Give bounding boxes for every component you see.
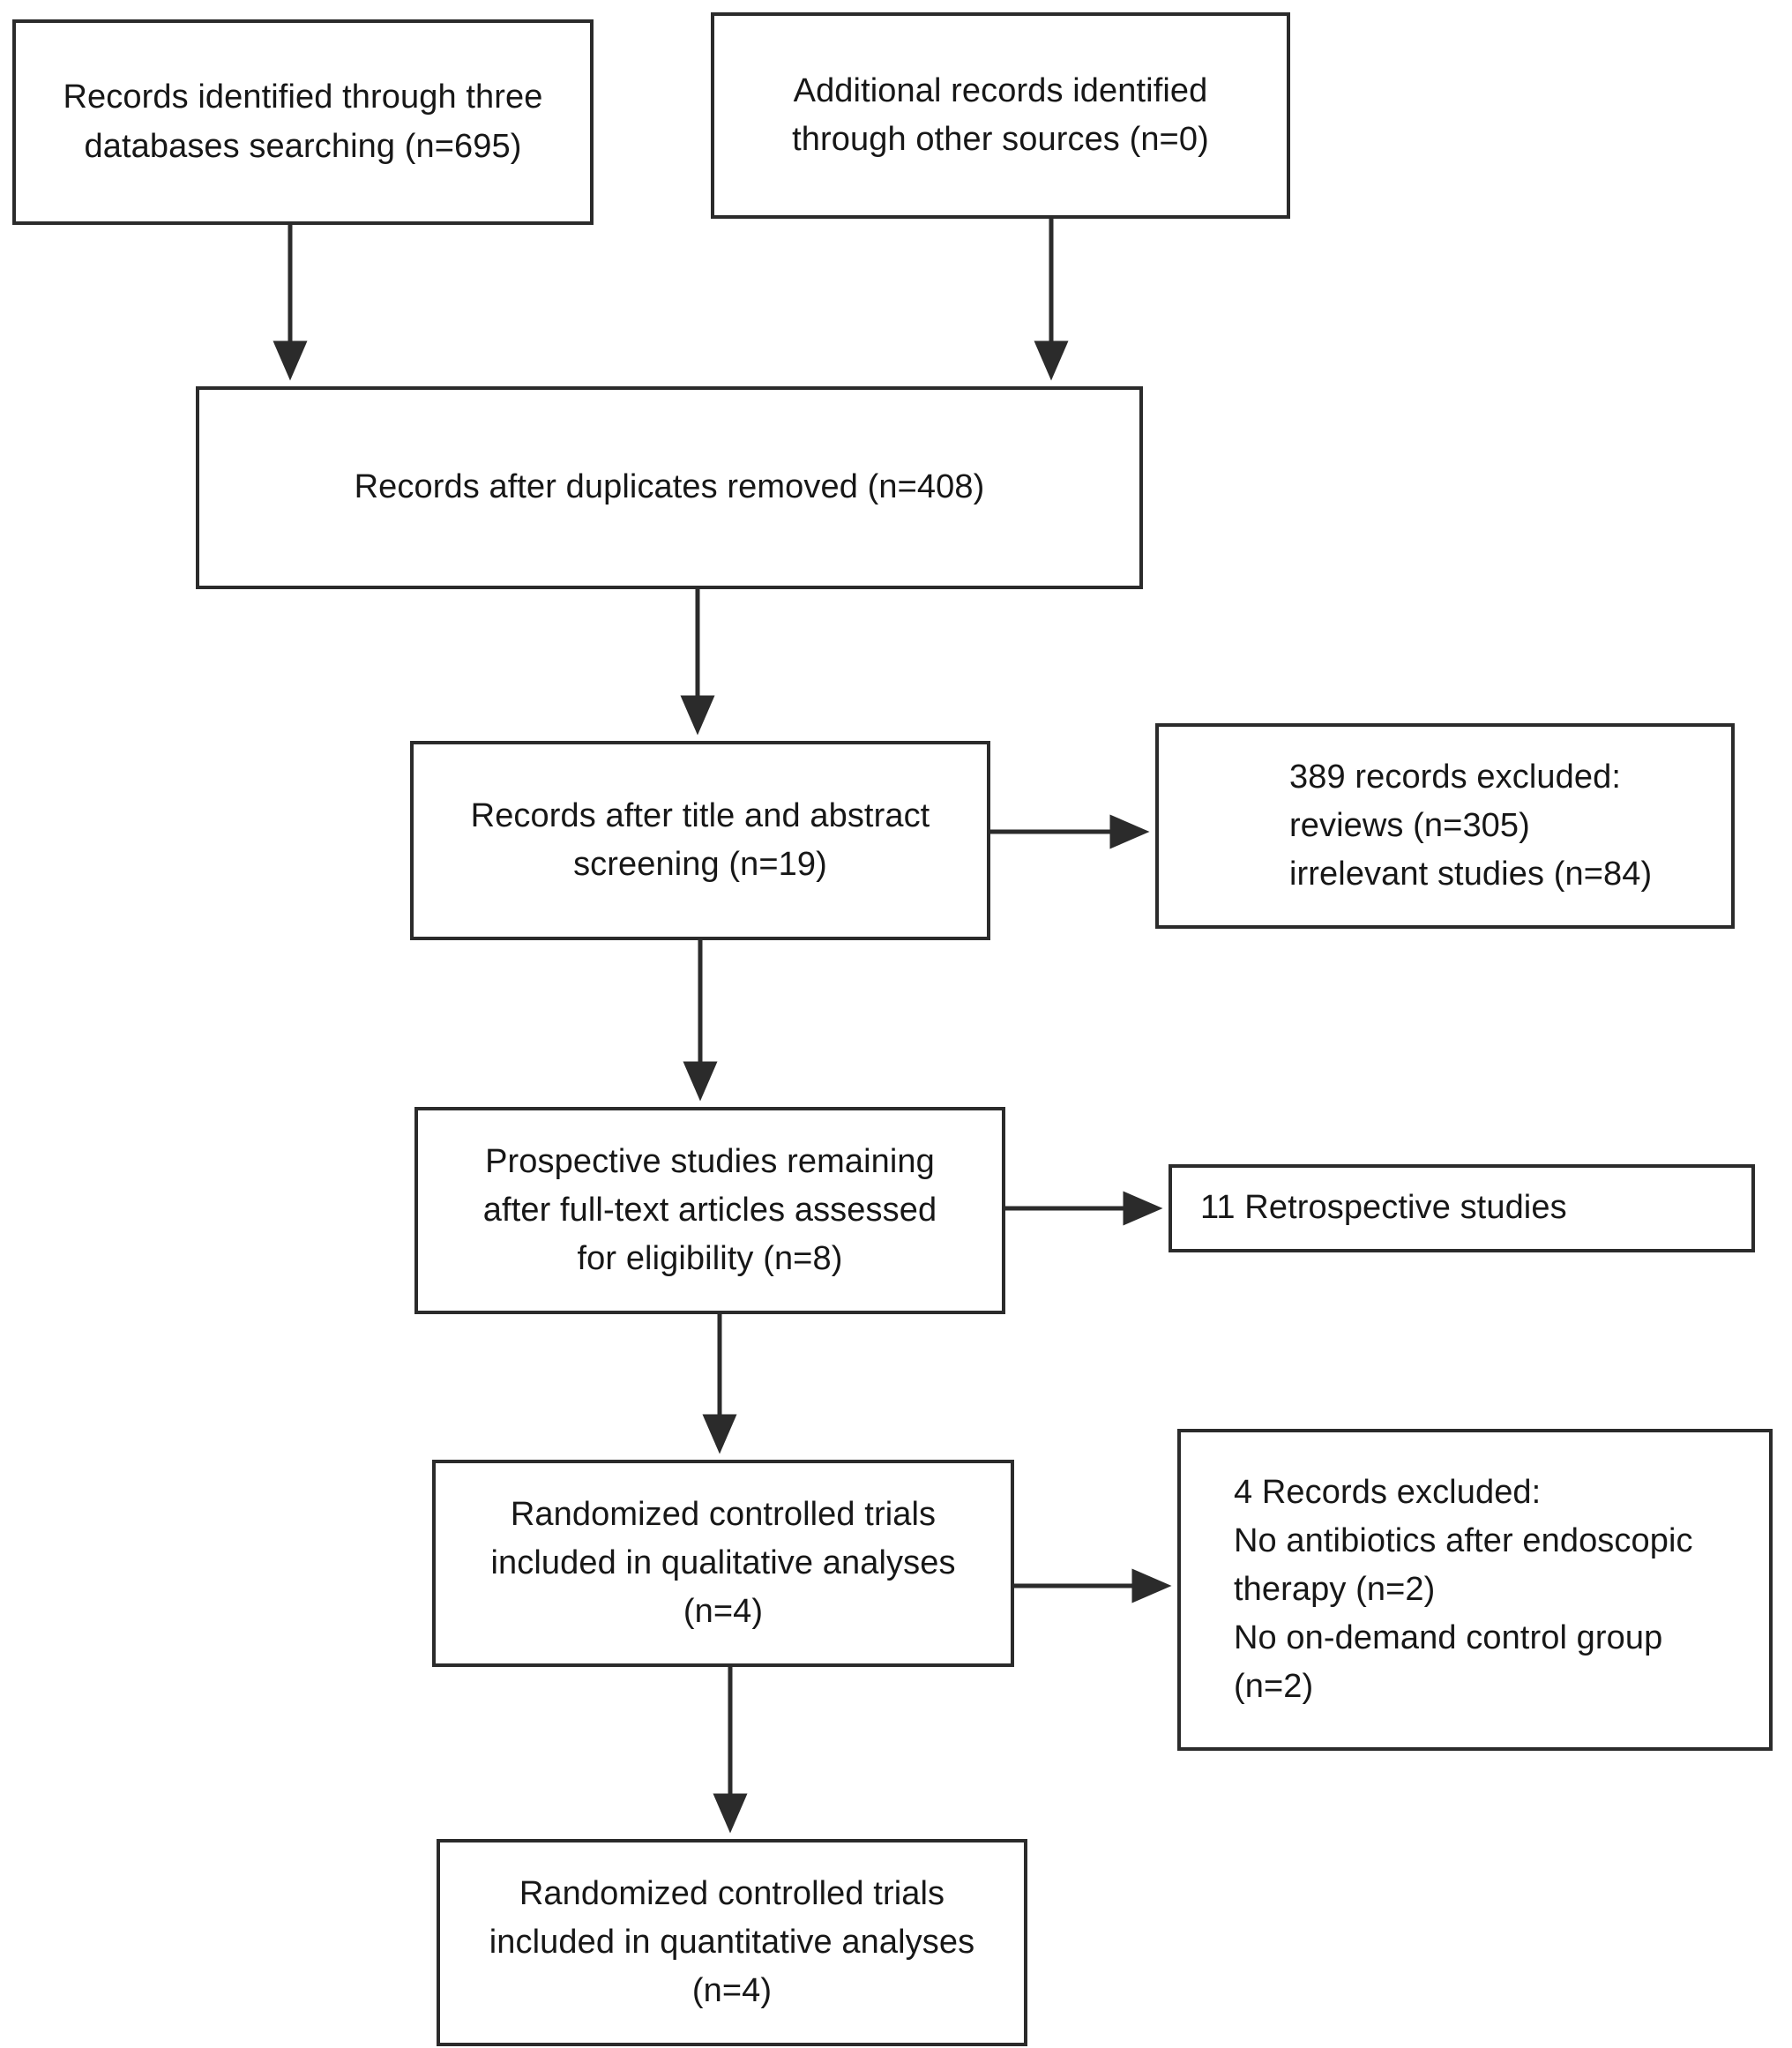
box-retrospective-studies: 11 Retrospective studies — [1169, 1164, 1755, 1252]
box-records-after-title-abstract-screening-label: Records after title and abstract screeni… — [470, 796, 930, 883]
box-records-excluded-screening-label: 389 records excluded: reviews (n=305) ir… — [1289, 758, 1653, 893]
box-rct-included-quantitative-label: Randomized controlled trials included in… — [489, 1874, 975, 2010]
box-records-identified-other-sources: Additional records identified through ot… — [711, 12, 1290, 219]
box-records-identified-databases: Records identified through three databas… — [12, 19, 594, 225]
box-records-after-duplicates-removed: Records after duplicates removed (n=408) — [196, 386, 1143, 589]
box-records-excluded-fulltext-label: 4 Records excluded: No antibiotics after… — [1234, 1473, 1693, 1706]
box-records-after-duplicates-removed-label: Records after duplicates removed (n=408) — [354, 468, 985, 506]
box-prospective-studies-remaining-label: Prospective studies remaining after full… — [482, 1142, 937, 1278]
box-rct-included-qualitative: Randomized controlled trials included in… — [432, 1460, 1014, 1667]
box-records-identified-databases-label: Records identified through three databas… — [63, 78, 543, 165]
box-records-identified-other-sources-label: Additional records identified through ot… — [792, 71, 1209, 158]
box-records-excluded-screening: 389 records excluded: reviews (n=305) ir… — [1155, 723, 1735, 929]
box-rct-included-quantitative: Randomized controlled trials included in… — [437, 1839, 1027, 2046]
box-records-excluded-fulltext: 4 Records excluded: No antibiotics after… — [1177, 1429, 1773, 1751]
box-records-after-title-abstract-screening: Records after title and abstract screeni… — [410, 741, 990, 940]
box-rct-included-qualitative-label: Randomized controlled trials included in… — [490, 1495, 956, 1631]
box-prospective-studies-remaining: Prospective studies remaining after full… — [414, 1107, 1005, 1314]
box-retrospective-studies-label: 11 Retrospective studies — [1200, 1189, 1567, 1227]
